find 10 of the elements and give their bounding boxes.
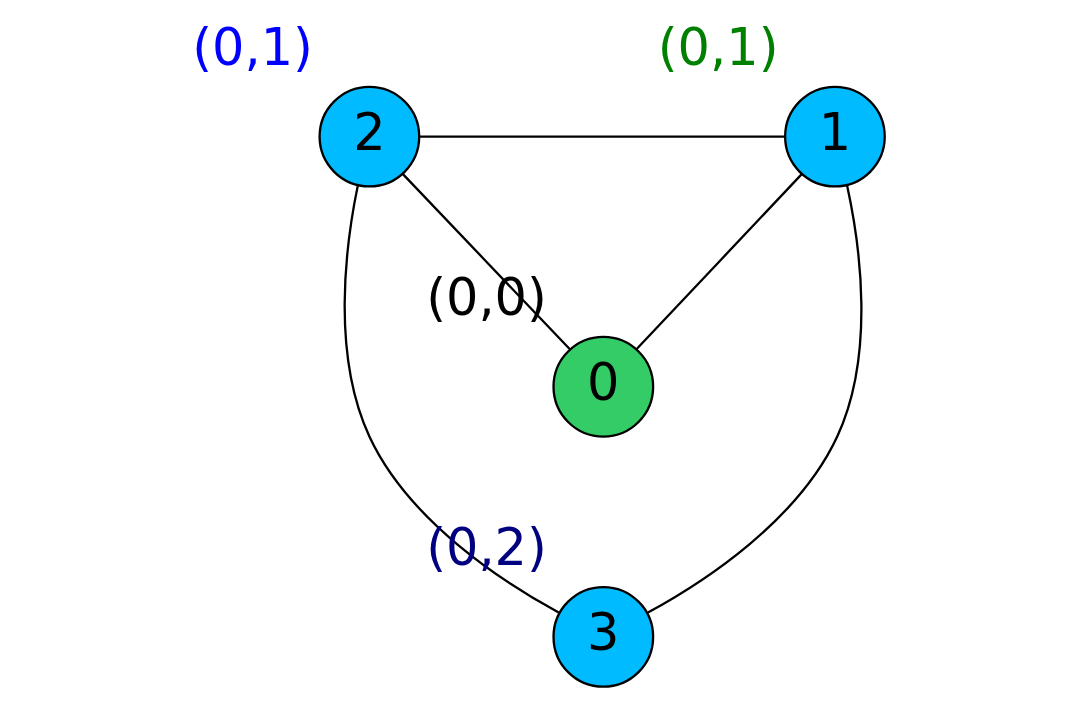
connector — [646, 185, 862, 614]
connector — [343, 185, 559, 614]
node-label: (0,1) — [657, 18, 779, 78]
node-label: (0,1) — [191, 18, 313, 78]
connector — [635, 173, 803, 351]
node-circle: 1 — [783, 85, 886, 188]
node-circle: 2 — [317, 85, 420, 188]
node-circle: 3 — [551, 585, 654, 688]
connector — [418, 135, 785, 138]
node-circle: 0 — [551, 335, 654, 438]
